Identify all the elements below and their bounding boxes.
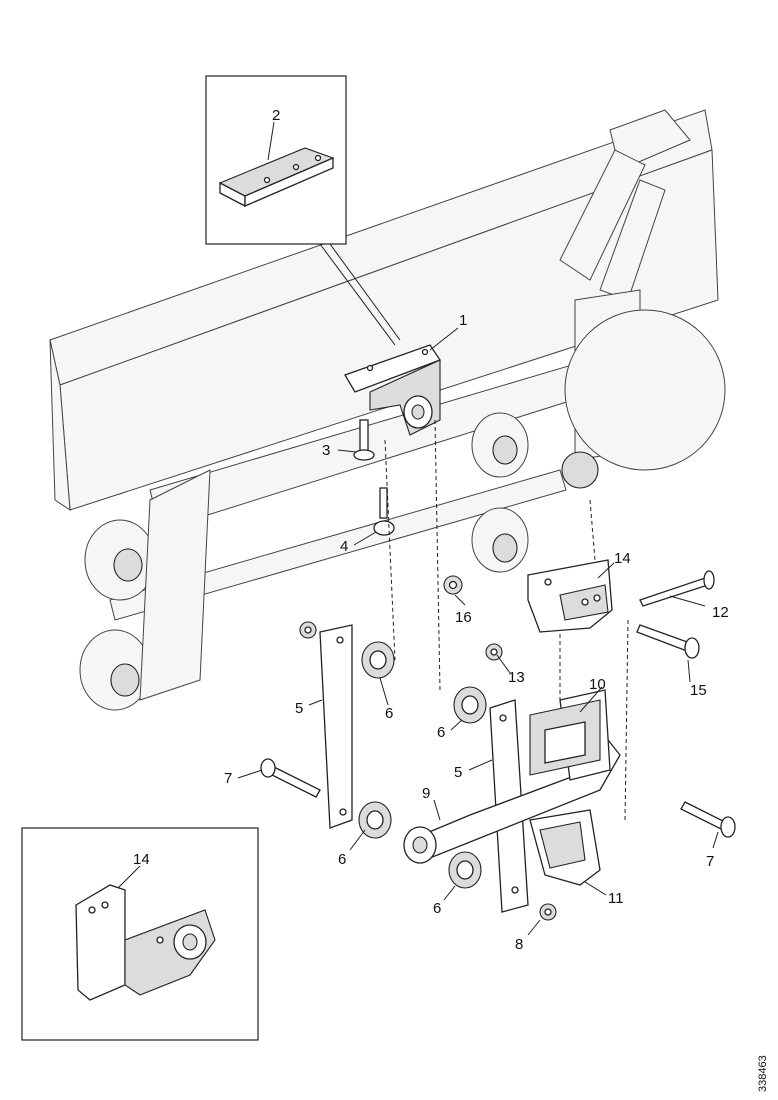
callout-4: 4 — [340, 538, 348, 555]
callout-6-upper-left: 6 — [385, 705, 393, 722]
callout-15: 15 — [690, 682, 707, 699]
callout-8: 8 — [515, 936, 523, 953]
callout-14-inset: 14 — [133, 851, 150, 868]
callout-13: 13 — [508, 669, 525, 686]
chassis-frame — [49, 109, 719, 621]
leader-lines — [237, 327, 719, 936]
callout-9: 9 — [422, 785, 430, 802]
callouts: 2 1 3 4 14 12 16 13 10 15 5 6 6 5 7 9 6 … — [133, 107, 729, 953]
frame-bushings — [79, 412, 529, 711]
callout-6-lower-left: 6 — [338, 851, 346, 868]
callout-11: 11 — [608, 890, 624, 907]
shock-absorber — [559, 109, 726, 489]
inset-bracket-box — [21, 827, 259, 1041]
callout-14-main: 14 — [614, 550, 631, 567]
callout-12: 12 — [712, 604, 729, 621]
callout-1: 1 — [459, 312, 467, 329]
callout-16: 16 — [455, 609, 472, 626]
callout-6-lower-right: 6 — [433, 900, 441, 917]
bracket-14 — [527, 559, 613, 633]
mounting-bracket — [344, 344, 441, 436]
bushings-6 — [358, 641, 487, 889]
callout-6-upper-right: 6 — [437, 724, 445, 741]
callout-2: 2 — [272, 107, 280, 124]
inset-plate-box — [205, 75, 401, 346]
nuts — [299, 575, 557, 921]
bolts-7-12-15 — [260, 570, 736, 838]
assembly-lines — [384, 419, 629, 821]
reference-number: 338463 — [757, 1055, 769, 1092]
callout-10: 10 — [589, 676, 606, 693]
callout-5-right: 5 — [454, 764, 462, 781]
callout-3: 3 — [322, 442, 330, 459]
callout-5-left: 5 — [295, 700, 303, 717]
links-5 — [319, 624, 529, 913]
clamp-11 — [529, 809, 601, 886]
callout-7-left: 7 — [224, 770, 232, 787]
clamp-10 — [529, 699, 601, 776]
callout-7-right: 7 — [706, 853, 714, 870]
